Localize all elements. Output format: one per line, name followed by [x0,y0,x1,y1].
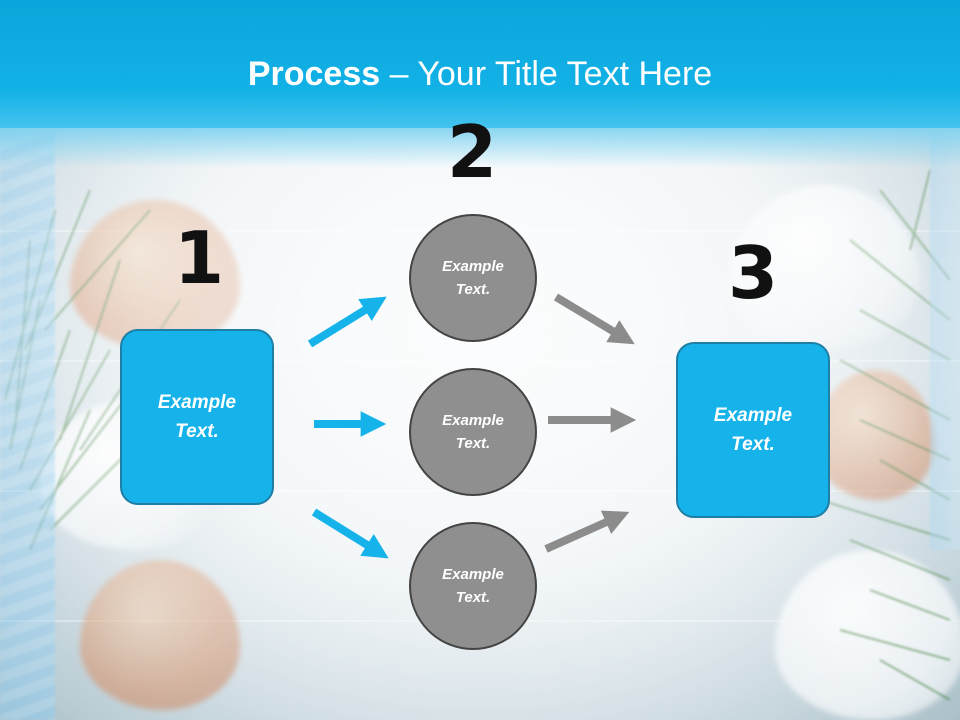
step-2-circle-middle: Example Text. [409,368,537,496]
step-2-circle-bottom: Example Text. [409,522,537,650]
step-1-box: Example Text. [120,329,274,505]
step-3-box: Example Text. [676,342,830,518]
arrow-gray-down [553,293,635,345]
step-2-circle-top: Example Text. [409,214,537,342]
arrow-blue-up [307,296,387,348]
arrow-blue-down [311,508,389,559]
arrow-gray-up [544,510,630,553]
title-bar [0,0,960,128]
step-number-1: 1 [173,216,225,300]
step-number-2: 2 [446,110,498,194]
step-number-3: 3 [727,231,779,315]
page-title: Process – Your Title Text Here [247,55,713,93]
